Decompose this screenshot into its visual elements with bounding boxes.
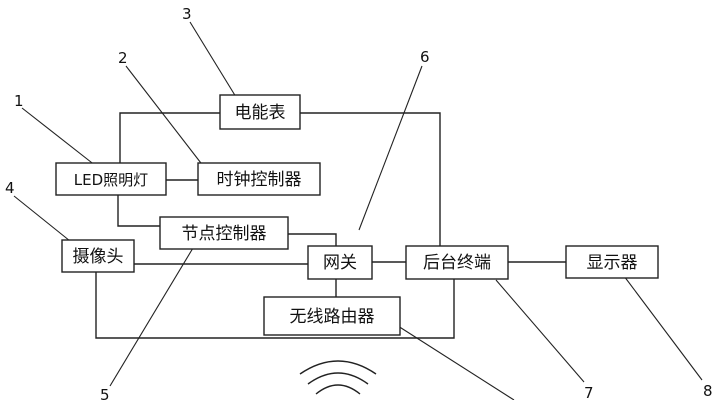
leader-4: [13, 195, 71, 242]
wireless-router-box: 无线路由器: [263, 296, 401, 336]
wifi-signal-icon: [299, 360, 377, 395]
gateway-box: 网关: [307, 245, 373, 280]
camera-label: 摄像头: [73, 247, 124, 267]
node-controller-label: 节点控制器: [182, 224, 267, 244]
leader-8: [623, 275, 703, 381]
backend-terminal-label: 后台终端: [423, 253, 491, 273]
ref-number-7: 7: [584, 384, 594, 400]
display-label: 显示器: [587, 253, 638, 273]
leader-3: [189, 21, 237, 98]
led-light-box: LED照明灯: [55, 162, 167, 196]
camera-box: 摄像头: [61, 239, 135, 273]
energy-meter-label: 电能表: [235, 103, 286, 123]
reference-numbers: 1 2 3 4 5 6 7 8: [5, 5, 713, 404]
gateway-label: 网关: [323, 253, 357, 273]
led-light-label: LED照明灯: [74, 171, 148, 189]
ref-number-1: 1: [14, 92, 24, 110]
leader-7: [495, 279, 585, 383]
clock-controller-label: 时钟控制器: [217, 170, 302, 190]
node-controller-box: 节点控制器: [159, 216, 289, 250]
ref-number-5: 5: [100, 386, 110, 400]
ref-number-2: 2: [118, 49, 128, 67]
leader-2: [125, 65, 205, 168]
clock-controller-box: 时钟控制器: [197, 162, 321, 196]
reference-leaders: [13, 21, 703, 401]
leader-5: [109, 242, 197, 387]
display-box: 显示器: [565, 245, 659, 279]
wire-led-node: [117, 195, 160, 227]
energy-meter-box: 电能表: [219, 94, 301, 130]
connection-wires: [95, 112, 566, 339]
wire-camera-bottom-loop: [95, 272, 455, 339]
ref-number-4: 4: [5, 179, 15, 197]
wire-node-gateway: [288, 233, 337, 246]
wire-meter-backend: [300, 112, 441, 246]
leader-1: [21, 107, 97, 167]
ref-number-3: 3: [182, 5, 192, 23]
wireless-router-label: 无线路由器: [290, 307, 375, 327]
ref-number-6: 6: [420, 48, 430, 66]
wire-meter-left: [119, 112, 220, 163]
backend-terminal-box: 后台终端: [405, 245, 509, 280]
leader-6: [358, 65, 423, 231]
ref-number-8: 8: [703, 382, 713, 400]
leader-router-extra: [397, 325, 515, 401]
